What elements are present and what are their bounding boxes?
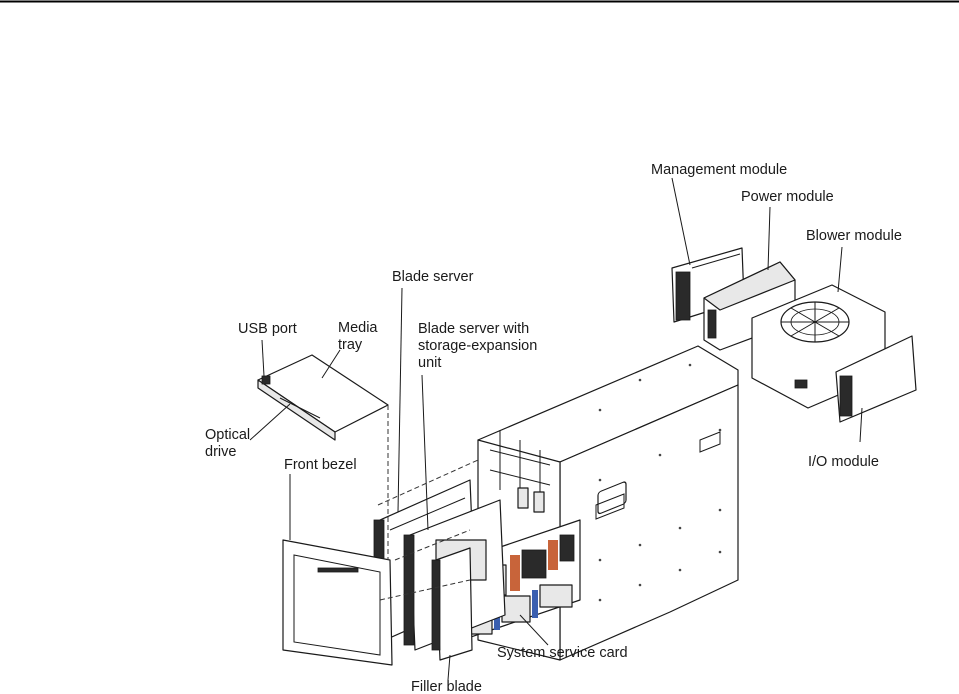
io-module-part xyxy=(835,335,917,423)
chassis xyxy=(461,345,739,661)
label-optical-drive-line1: Optical xyxy=(205,427,250,443)
label-blade-storage-line1: Blade server with xyxy=(418,321,529,337)
label-blade-storage-line2: storage-expansion xyxy=(418,338,537,354)
label-power-module: Power module xyxy=(741,189,834,205)
label-io-module: I/O module xyxy=(808,454,879,470)
label-optical-drive-line2: drive xyxy=(205,444,236,460)
label-blower-module: Blower module xyxy=(806,228,902,244)
front-bezel-part xyxy=(282,539,393,666)
label-blade-storage-line3: unit xyxy=(418,355,441,371)
label-front-bezel: Front bezel xyxy=(284,457,357,473)
label-system-service-card: System service card xyxy=(497,645,628,661)
label-media-tray-line1: Media xyxy=(338,320,378,336)
label-media-tray-line2: tray xyxy=(338,337,363,353)
label-management-module: Management module xyxy=(651,162,787,178)
label-blade-server: Blade server xyxy=(392,269,474,285)
label-filler-blade: Filler blade xyxy=(411,679,482,694)
filler-blade-part xyxy=(431,547,473,661)
media-tray-part xyxy=(257,354,389,441)
leader-lines xyxy=(249,177,863,681)
label-usb-port: USB port xyxy=(238,321,297,337)
